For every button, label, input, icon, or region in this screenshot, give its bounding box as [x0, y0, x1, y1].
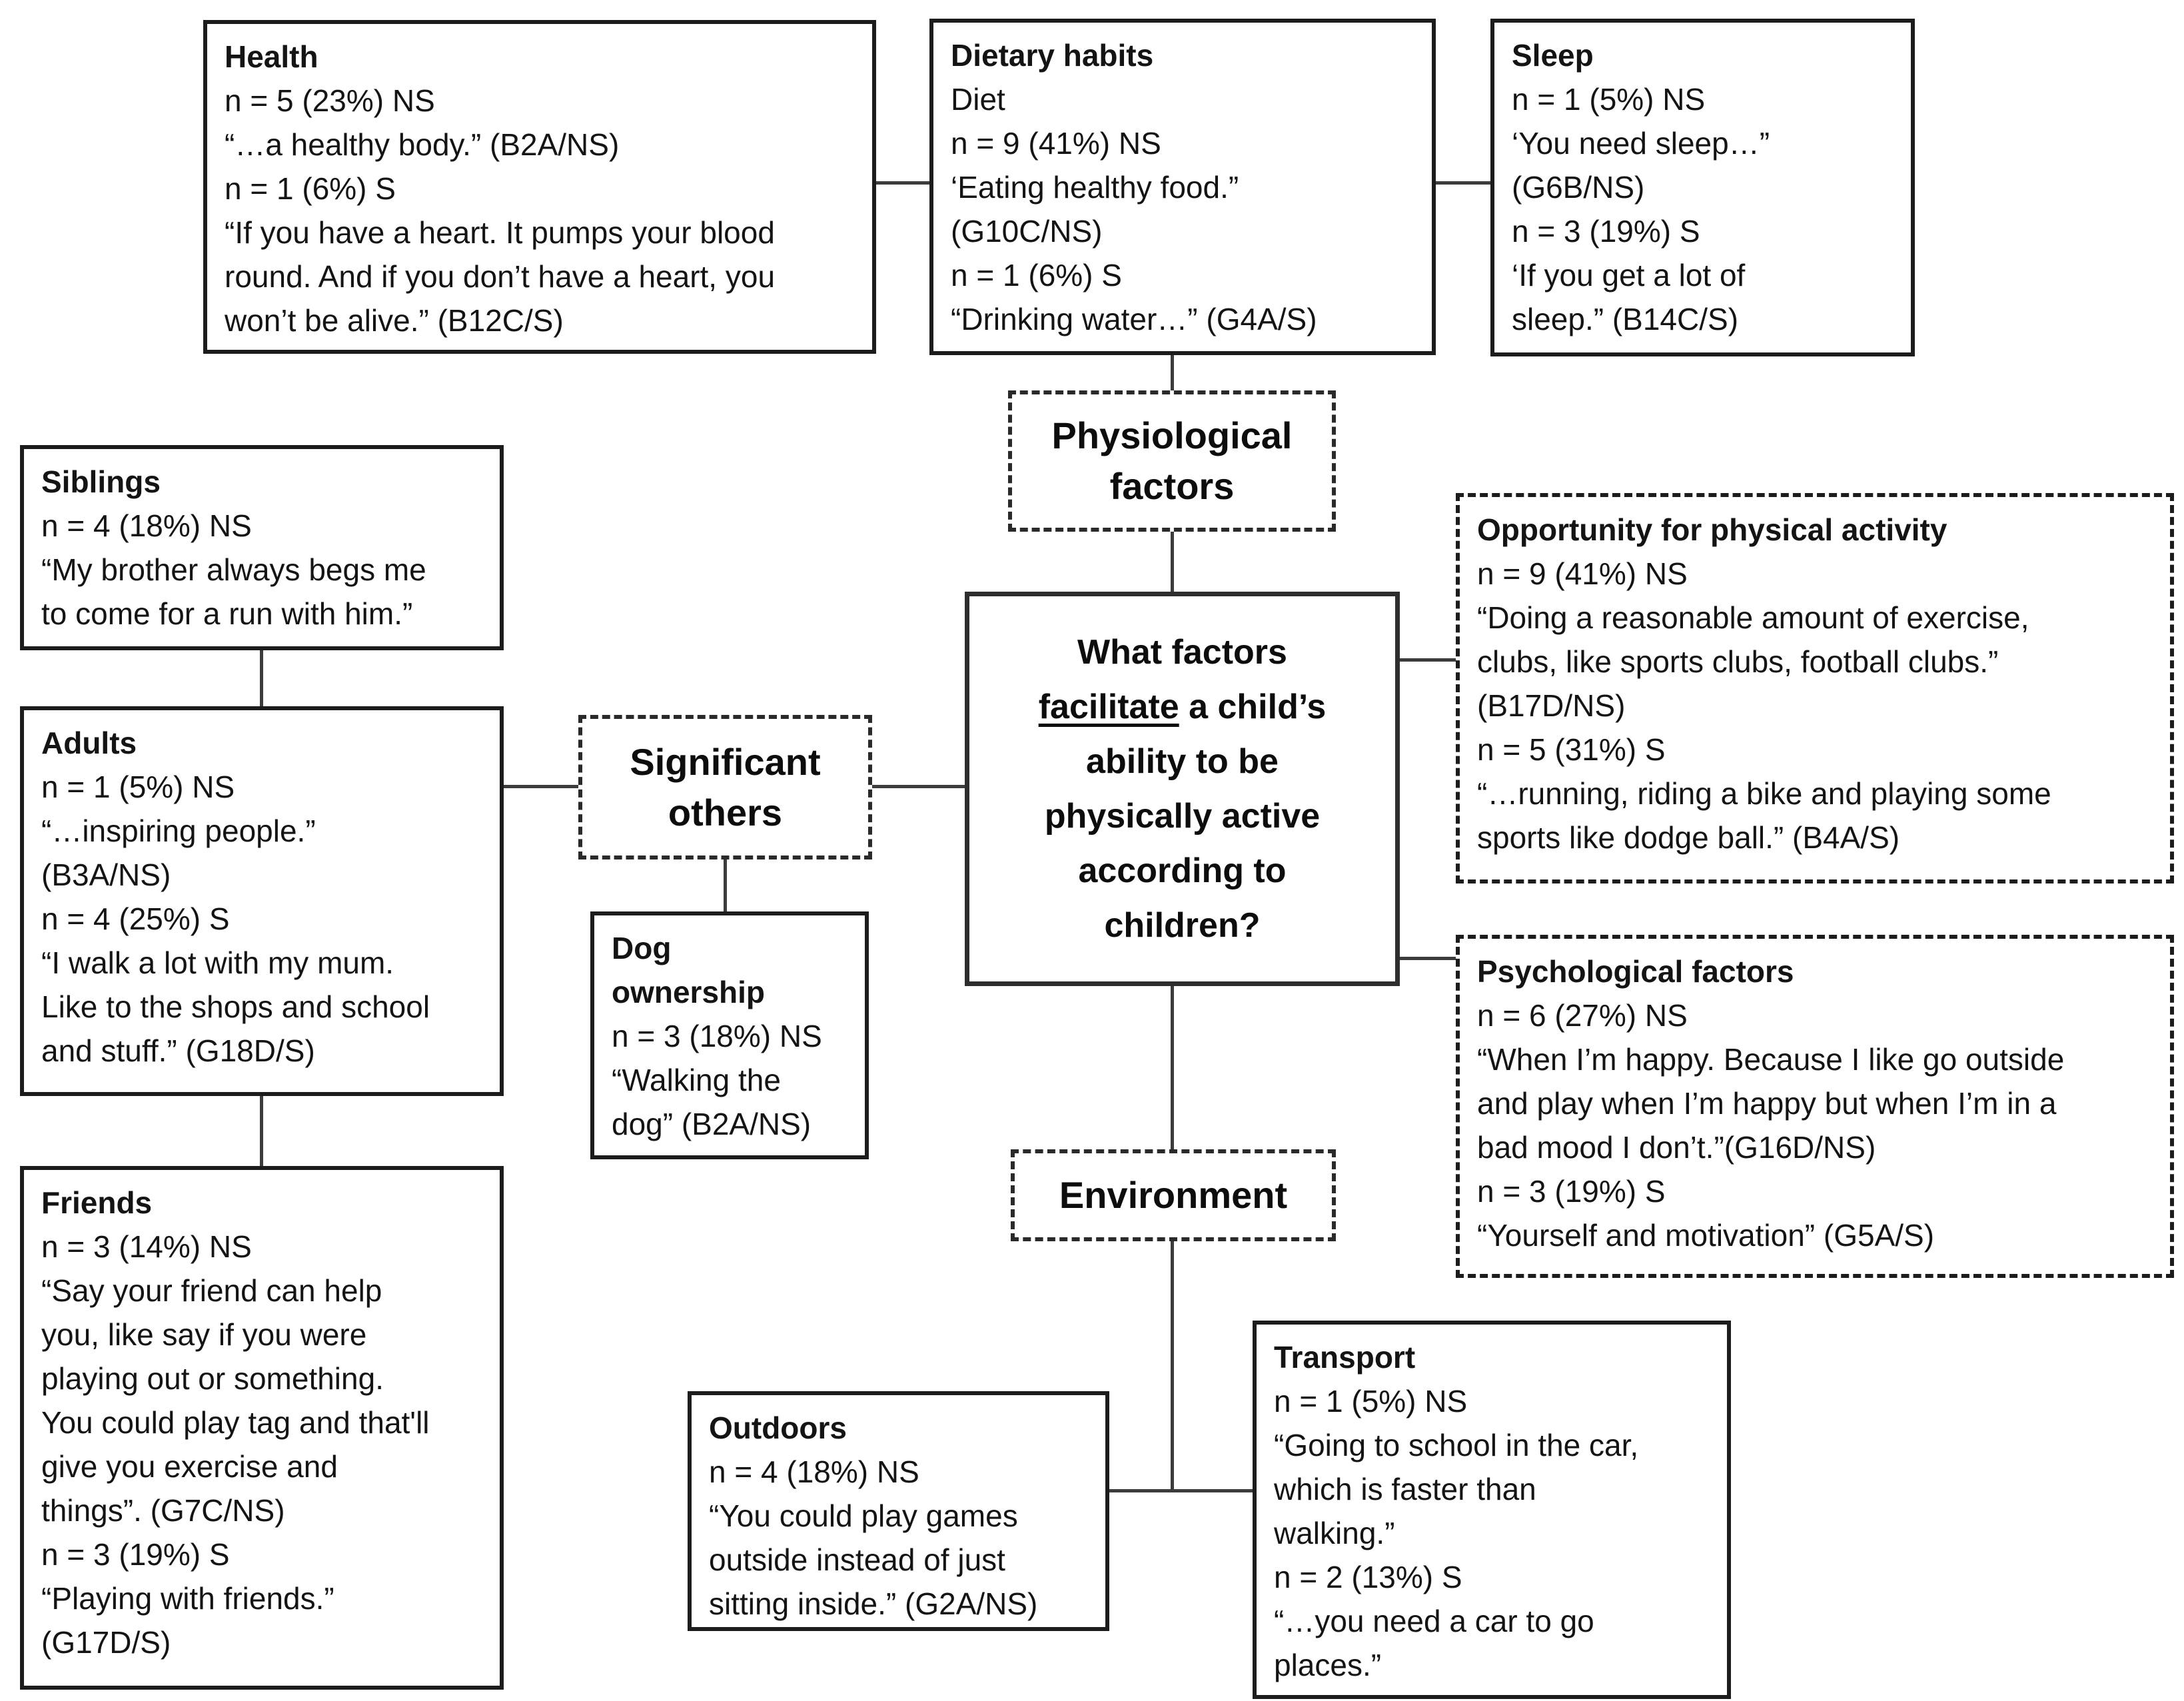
central-question-text: What factors facilitate a child’s abilit…: [1029, 625, 1336, 953]
node-body: n = 1 (5%) NS ‘You need sleep…” (G6B/NS)…: [1512, 82, 1770, 336]
node-title: Transport: [1274, 1340, 1416, 1375]
node-outdoors: Outdoors n = 4 (18%) NS “You could play …: [688, 1391, 1109, 1631]
theme-environment: Environment: [1011, 1149, 1336, 1241]
node-body: n = 4 (18%) NS “You could play games out…: [709, 1454, 1038, 1621]
connector-significant-dog: [724, 858, 727, 913]
theme-label: Environment: [1059, 1174, 1288, 1216]
node-siblings: Siblings n = 4 (18%) NS “My brother alwa…: [20, 445, 504, 650]
connector-environment-down: [1171, 1240, 1174, 1492]
connector-central-psychological: [1399, 957, 1457, 960]
node-title: Sleep: [1512, 38, 1594, 73]
node-dietary-habits: Dietary habits Diet n = 9 (41%) NS ‘Eati…: [929, 19, 1436, 355]
node-body: n = 6 (27%) NS “When I’m happy. Because …: [1477, 998, 2065, 1253]
node-body: n = 3 (18%) NS “Walking the dog” (B2A/NS…: [612, 1019, 822, 1141]
node-body: n = 3 (14%) NS “Say your friend can help…: [41, 1229, 430, 1660]
central-question-pre: What factors: [1077, 633, 1287, 672]
node-title: Dietary habits: [951, 38, 1154, 73]
theme-label: Significant others: [630, 740, 821, 834]
node-title: Outdoors: [709, 1411, 847, 1445]
node-title: Friends: [41, 1185, 153, 1220]
central-question-box: What factors facilitate a child’s abilit…: [965, 592, 1400, 986]
node-friends: Friends n = 3 (14%) NS “Say your friend …: [20, 1166, 504, 1690]
node-body: n = 5 (23%) NS “…a healthy body.” (B2A/N…: [225, 83, 776, 338]
connector-central-opportunity: [1399, 658, 1457, 662]
node-body: n = 9 (41%) NS “Doing a reasonable amoun…: [1477, 556, 2051, 855]
node-body: n = 1 (5%) NS “Going to school in the ca…: [1274, 1384, 1639, 1682]
connector-significant-central: [872, 785, 966, 788]
node-body: n = 4 (18%) NS “My brother always begs m…: [41, 508, 426, 631]
node-title: Health: [225, 39, 318, 74]
node-sleep: Sleep n = 1 (5%) NS ‘You need sleep…” (G…: [1490, 19, 1915, 356]
connector-adults-significant: [504, 785, 580, 788]
node-title: Siblings: [41, 464, 161, 499]
connector-dietary-physiological: [1171, 355, 1174, 392]
node-body: Diet n = 9 (41%) NS ‘Eating healthy food…: [951, 82, 1317, 336]
theme-physiological-factors: Physiological factors: [1008, 390, 1336, 532]
connector-health-dietary: [876, 181, 929, 185]
node-psychological-factors: Psychological factors n = 6 (27%) NS “Wh…: [1456, 935, 2174, 1278]
node-opportunity-for-physical-activity: Opportunity for physical activity n = 9 …: [1456, 493, 2174, 883]
node-transport: Transport n = 1 (5%) NS “Going to school…: [1253, 1321, 1731, 1699]
connector-siblings-adults: [260, 650, 263, 708]
connector-physiological-central: [1171, 530, 1174, 593]
central-question-underlined-word: facilitate: [1038, 688, 1179, 726]
connector-adults-friends: [260, 1096, 263, 1167]
node-adults: Adults n = 1 (5%) NS “…inspiring people.…: [20, 706, 504, 1096]
theme-significant-others: Significant others: [578, 715, 872, 859]
node-dog-ownership: Dog ownership n = 3 (18%) NS “Walking th…: [590, 911, 869, 1159]
node-health: Health n = 5 (23%) NS “…a healthy body.”…: [203, 20, 876, 354]
node-title: Psychological factors: [1477, 954, 1794, 989]
connector-central-environment: [1171, 985, 1174, 1151]
theme-label: Physiological factors: [1051, 414, 1293, 507]
node-title: Adults: [41, 726, 137, 760]
node-body: n = 1 (5%) NS “…inspiring people.” (B3A/…: [41, 770, 430, 1068]
connector-dietary-sleep: [1436, 181, 1490, 185]
connector-outdoors-transport: [1109, 1489, 1253, 1492]
central-question-post: a child’s ability to be physically activ…: [1044, 688, 1327, 945]
node-title: Dog ownership: [612, 931, 766, 1009]
node-title: Opportunity for physical activity: [1477, 512, 1947, 547]
